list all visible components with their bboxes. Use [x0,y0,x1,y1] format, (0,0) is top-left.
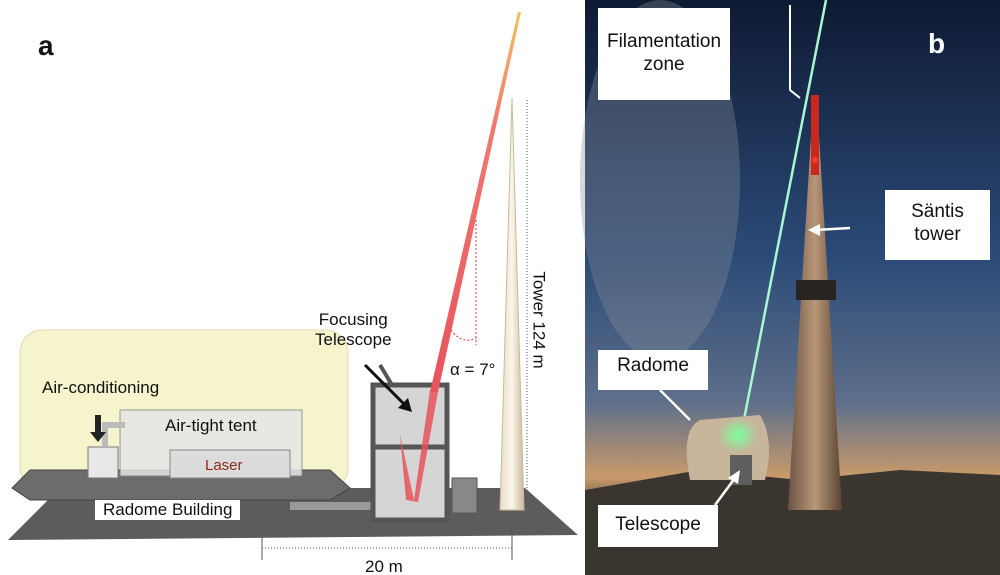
laser-label: Laser [205,457,243,474]
arrow-down-icon [90,415,106,442]
filamentation-line2: zone [643,54,685,75]
filamentation-zone-label: Filamentation zone [598,8,730,100]
focusing-telescope-line2: Telescope [315,330,392,349]
angle-label: α = 7° [450,360,496,379]
telescope-label: Telescope [598,505,718,547]
air-conditioning-label: Air-conditioning [42,378,160,397]
panel-b-letter: b [928,28,946,59]
angle-marker [450,220,477,345]
santis-tower [788,120,842,510]
panel-a-letter: a [38,30,54,61]
mountain [585,470,1000,575]
santis-line2: tower [914,224,961,245]
radome-building-label: Radome Building [95,500,241,520]
beam-path [400,390,438,502]
focusing-telescope-line1: Focusing [318,310,388,329]
green-laser-beam [738,0,828,441]
tower-drawing [499,97,525,511]
focusing-telescope-label: Focusing Telescope [315,310,392,350]
telescope-pointer-arrow [363,363,410,410]
tower-height-label: Tower 124 m [529,271,549,369]
distance-label: 20 m [365,557,403,575]
laser-beam-upward [430,12,521,392]
beam-pipe [290,502,375,510]
ac-duct [102,422,125,447]
air-tight-tent-label: Air-tight tent [165,416,257,435]
radome-label: Radome [598,350,708,390]
filamentation-line1: Filamentation [606,31,722,52]
laser-box [169,449,291,479]
ac-unit [87,446,119,479]
panel-a-diagram [8,12,578,560]
santis-line1: Säntis [911,201,964,222]
santis-tower-label: Säntis tower [885,190,990,260]
